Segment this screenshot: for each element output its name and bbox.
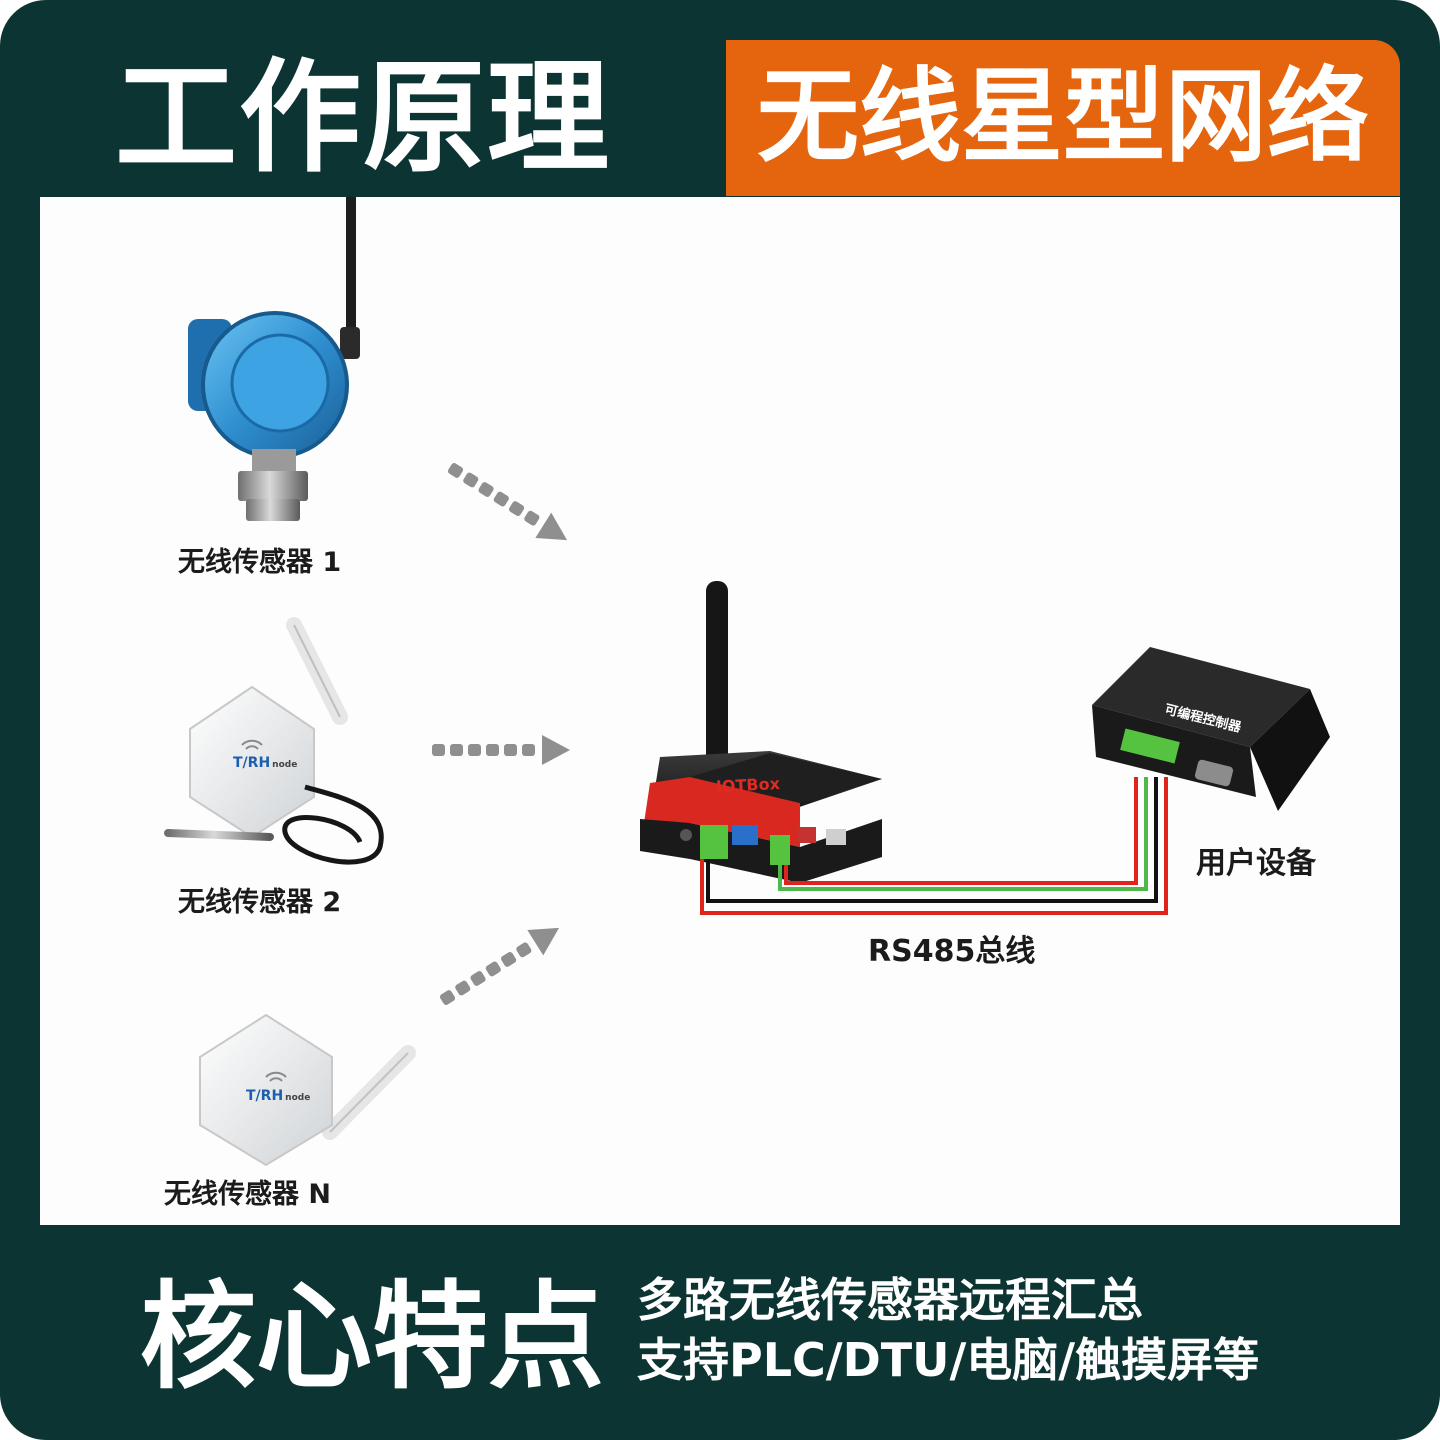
gateway-terminal-1	[700, 825, 728, 859]
sensor-1-nut	[238, 471, 308, 501]
signal-arrow-1	[447, 463, 568, 541]
sensor-2-wifi-icon	[241, 739, 263, 750]
sensor-2-antenna-edge	[293, 624, 341, 718]
sensor-n-label: 无线传感器 N	[164, 1178, 331, 1210]
bus-wire-green	[778, 777, 1148, 891]
sensor-2-cable	[282, 784, 384, 865]
sensor-1-antenna	[346, 197, 356, 347]
sensor-1-label: 无线传感器 1	[178, 546, 341, 578]
gateway-top-face	[690, 753, 882, 803]
gateway-usb-port	[826, 829, 846, 845]
signal-arrow-2	[432, 735, 570, 765]
gateway-red-band	[644, 777, 800, 847]
rs485-bus	[700, 777, 1168, 915]
bus-label: RS485总线	[868, 934, 1035, 969]
gateway-brand: IOTBox	[715, 774, 781, 796]
bus-wire-black-top	[706, 777, 1158, 903]
gateway-device: IOTBox	[640, 581, 882, 883]
controller-device: 可编程控制器	[1092, 647, 1330, 811]
page-title: 工作原理	[115, 47, 611, 189]
sensor-2-label: 无线传感器 2	[178, 886, 341, 918]
sensor-n-wifi-icon	[265, 1071, 287, 1082]
sensor-1-neck	[252, 449, 296, 475]
user-device-label: 用户设备	[1196, 846, 1317, 881]
signal-arrow-3	[439, 927, 560, 1005]
sensor-n-antenna-edge	[329, 1052, 409, 1133]
sensor-1-device	[188, 197, 360, 521]
controller-db9-port	[1194, 759, 1234, 787]
gateway-antenna	[706, 581, 728, 771]
sensor-2-housing	[189, 685, 315, 839]
banner-text: 无线星型网络	[757, 58, 1369, 177]
sensor-1-port	[246, 499, 300, 521]
gateway-dip-switch	[732, 825, 758, 845]
banner: 无线星型网络	[726, 40, 1400, 196]
controller-side	[1250, 689, 1330, 811]
controller-terminal-block	[1120, 728, 1180, 764]
features-title: 核心特点	[140, 1270, 604, 1405]
sensor-2-probe	[164, 829, 274, 841]
gateway-terminal-2	[770, 835, 790, 865]
sensor-1-cap	[230, 333, 330, 433]
sensor-1-antenna-base	[340, 327, 360, 359]
feature-2: 支持PLC/DTU/电脑/触摸屏等	[637, 1333, 1260, 1387]
gateway-red-switch	[798, 827, 816, 843]
bus-wire-red-inner	[784, 777, 1138, 885]
feature-1: 多路无线传感器远程汇总	[637, 1273, 1143, 1327]
controller-top	[1092, 647, 1310, 747]
sensor-n-housing	[199, 1013, 333, 1167]
bus-wire-red-outer	[700, 777, 1168, 915]
gateway-power-jack	[680, 829, 692, 841]
